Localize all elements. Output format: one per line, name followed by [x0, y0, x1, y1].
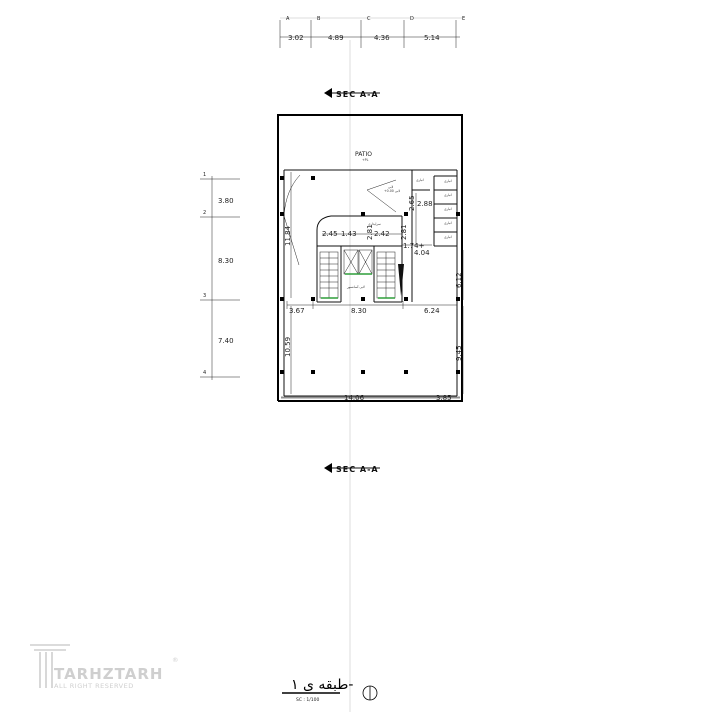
section-mark-bottom: SEC A-A	[324, 463, 380, 474]
structural-columns	[280, 176, 460, 374]
core-block: لابی آسانسور	[316, 215, 404, 303]
axis-label-2: 2	[203, 210, 206, 216]
dim-2-88: 2.88	[417, 200, 433, 208]
dim-9-45: 9.45	[455, 345, 463, 361]
storage-rooms: انباری انباری انباری انباری انباری انبار…	[368, 170, 457, 302]
column-grid-top: A B C D E 3.02 4.89 4.36 5.14	[279, 16, 465, 48]
core-room-label: سرایداری	[368, 222, 381, 226]
storage-3-label: انباری	[444, 207, 452, 211]
dim-2-81-a: 2.81	[366, 224, 374, 240]
stair-left	[319, 251, 339, 299]
axis-label-e: E	[462, 16, 465, 22]
col-spacing-2: 4.89	[328, 34, 344, 42]
dim-1-74: 1.74+	[403, 242, 425, 250]
dim-2-65: 2.65	[408, 195, 416, 211]
scale-text: SC : 1/100	[296, 697, 319, 703]
logo-registered-mark: ®	[172, 656, 179, 664]
patio-label: PATIO	[355, 151, 372, 158]
dim-6-24: 6.24	[424, 307, 440, 315]
row-spacing-1: 3.80	[218, 197, 234, 205]
col-spacing-3: 4.36	[374, 34, 390, 42]
section-label-top: SEC A-A	[336, 90, 379, 99]
dim-2-45: 2.45	[322, 230, 338, 238]
stair-lobby-label: لابی آسانسور	[346, 285, 365, 289]
dim-4-04: 4.04	[414, 249, 430, 257]
dim-3-67: 3.67	[289, 307, 305, 315]
logo: TARHZTARH ALL RIGHT RESERVED ®	[30, 644, 179, 690]
storage-1-label: انباری	[444, 179, 452, 183]
col-spacing-1: 3.02	[288, 34, 304, 42]
logo-name: TARHZTARH	[54, 665, 163, 683]
storage-2-label: انباری	[444, 193, 452, 197]
section-arrow-icon	[324, 88, 332, 98]
dim-6-12: 6.12	[455, 272, 463, 288]
dim-11-84: 11.84	[284, 225, 292, 246]
row-spacing-3: 7.40	[218, 337, 234, 345]
section-mark-top: SEC A-A	[324, 40, 380, 712]
dim-2-81-b: 2.81	[400, 224, 408, 240]
north-arrow-icon	[362, 685, 378, 701]
section-arrow-icon	[324, 463, 332, 473]
row-spacing-2: 8.30	[218, 257, 234, 265]
dim-1-43: 1.43	[341, 230, 357, 238]
dim-14-06: 14.06	[344, 394, 365, 402]
axis-label-a: A	[286, 16, 290, 22]
door-swings	[283, 174, 397, 266]
lobby-label: لابی	[388, 185, 394, 189]
elevator-shaft	[343, 249, 373, 275]
col-spacing-4: 5.14	[424, 34, 440, 42]
dim-2-42: 2.42	[374, 230, 390, 238]
outer-boundary	[277, 114, 463, 402]
logo-column-icon	[30, 644, 70, 688]
stair-right	[376, 251, 396, 299]
dim-8-30: 8.30	[351, 307, 367, 315]
lobby-level-label: +0.00 لابی	[384, 189, 400, 193]
row-grid-left: 1 2 3 4 3.80 8.30 7.40	[200, 172, 240, 380]
axis-label-4: 4	[203, 370, 206, 376]
logo-subtitle: ALL RIGHT RESERVED	[54, 682, 134, 690]
patio-level: +PL	[362, 158, 369, 162]
drawing-title: طبقه ی ۱-	[291, 677, 353, 693]
axis-label-b: B	[317, 16, 321, 22]
interior-dimensions	[281, 172, 464, 398]
axis-label-3: 3	[203, 293, 206, 299]
axis-label-d: D	[410, 16, 414, 22]
dim-3-85: 3.85	[436, 394, 452, 402]
axis-label-1: 1	[203, 172, 206, 178]
section-label-bottom: SEC A-A	[336, 465, 379, 474]
storage-5-label: انباری	[444, 235, 452, 239]
drawing-title-block: طبقه ی ۱- SC : 1/100	[282, 677, 378, 703]
axis-label-c: C	[367, 16, 371, 22]
dim-10-59: 10.59	[284, 337, 292, 357]
duct-shape	[398, 264, 404, 296]
storage-4-label: انباری	[444, 221, 452, 225]
storage-extra-label: انباری	[416, 178, 424, 182]
